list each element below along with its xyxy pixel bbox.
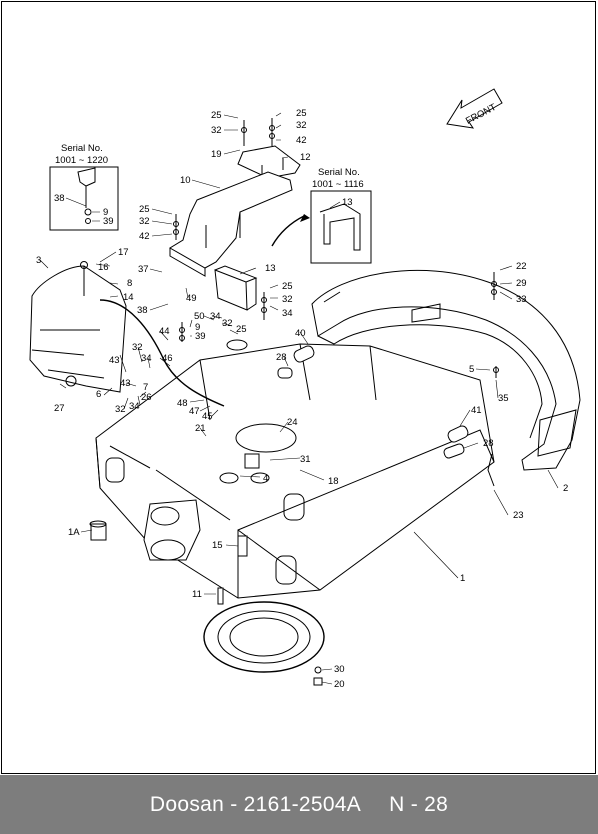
callout-label: 32 xyxy=(115,404,126,415)
bushing-1a xyxy=(90,523,107,541)
callout-label: 41 xyxy=(471,405,482,416)
callout-label: 25 xyxy=(296,108,307,119)
callout-label: 18 xyxy=(328,476,339,487)
callout-label: 24 xyxy=(287,417,298,428)
serial-inset-left: Serial No. 1001 ~ 1220 xyxy=(49,143,119,231)
callout-label: 43 xyxy=(120,378,131,389)
callout-label: 32 xyxy=(222,318,233,329)
callout-label: 39 xyxy=(195,331,206,342)
callout-label: 12 xyxy=(300,152,311,163)
callout-label: 48 xyxy=(177,398,188,409)
callout-label: 46 xyxy=(162,353,173,364)
callout-label: 26 xyxy=(141,392,152,403)
callout-label: 1 xyxy=(460,573,465,584)
callout-label: 42 xyxy=(296,135,307,146)
callout-label: 4 xyxy=(263,473,268,484)
callout-label: 32 xyxy=(139,216,150,227)
page-reference: N - 28 xyxy=(389,792,449,816)
box-13 xyxy=(214,269,248,311)
boom-foot xyxy=(143,499,201,561)
hose xyxy=(99,299,225,407)
swing-bearing xyxy=(203,601,325,673)
callout-label: 25 xyxy=(211,110,222,121)
callout-label: 19 xyxy=(211,149,222,160)
callout-label: 25 xyxy=(282,281,293,292)
inset-serial-title: Serial No. xyxy=(61,143,103,154)
callout-label: 50 xyxy=(194,311,205,322)
part-reference: Doosan - 2161-2504A xyxy=(149,792,362,816)
callout-label: 13 xyxy=(342,197,353,208)
callout-label: 34 xyxy=(141,353,152,364)
callout-label: 30 xyxy=(334,664,345,675)
callout-label: 28 xyxy=(483,438,494,449)
callout-label: 44 xyxy=(159,326,170,337)
inset-serial-title: Serial No. xyxy=(318,167,360,178)
callout-label: 34 xyxy=(210,311,221,322)
callout-label: 35 xyxy=(498,393,509,404)
serial-inset-right: Serial No. 1001 ~ 1116 xyxy=(310,167,372,264)
callout-label: 14 xyxy=(123,292,134,303)
callout-label: 11 xyxy=(192,589,202,600)
callout-label: 1A xyxy=(68,527,80,538)
callout-label: 49 xyxy=(186,293,197,304)
callout-label: 21 xyxy=(195,423,206,434)
callout-label: 22 xyxy=(516,261,527,272)
callout-label: 20 xyxy=(334,679,345,690)
callout-label: 47 xyxy=(189,406,200,417)
callout-label: 13 xyxy=(265,263,276,274)
callout-label: 37 xyxy=(138,264,149,275)
callout-label: 32 xyxy=(282,294,293,305)
callout-label: 29 xyxy=(516,278,527,289)
callout-label: 40 xyxy=(295,328,306,339)
callout-label: 32 xyxy=(211,125,222,136)
callout-label: 10 xyxy=(180,175,191,186)
inset-serial-range: 1001 ~ 1116 xyxy=(312,179,364,190)
callout-label: 23 xyxy=(513,510,524,521)
leader-lines xyxy=(39,112,559,685)
callout-label: 15 xyxy=(212,540,223,551)
callout-label: 17 xyxy=(118,247,129,258)
callout-label: 16 xyxy=(98,262,109,273)
bracket-12 xyxy=(237,145,301,179)
callout-label: 34 xyxy=(282,308,293,319)
exploded-parts-drawing: FRONT Serial No. 1001 ~ 1220 Serial No. … xyxy=(29,88,581,690)
callout-label: 42 xyxy=(139,231,150,242)
footer-bar: Doosan - 2161-2504A N - 28 xyxy=(0,775,598,834)
inset-serial-range: 1001 ~ 1220 xyxy=(55,155,108,166)
callout-labels: 25 32 19 25 32 42 12 38 9 39 10 13 25 32… xyxy=(36,108,568,690)
assembly-arrow xyxy=(271,215,305,247)
callout-label: 9 xyxy=(103,207,108,218)
callout-label: 6 xyxy=(96,389,101,400)
callout-label: 32 xyxy=(296,120,307,131)
callout-label: 45 xyxy=(202,411,213,422)
callout-label: 43 xyxy=(109,355,120,366)
callout-label: 8 xyxy=(127,278,132,289)
callout-label: 7 xyxy=(143,382,148,393)
seal-40 xyxy=(293,345,315,363)
callout-label: 3 xyxy=(36,255,41,266)
side-cover-3 xyxy=(29,265,127,393)
callout-label: 28 xyxy=(276,352,287,363)
callout-label: 38 xyxy=(54,193,65,204)
callout-label: 34 xyxy=(129,401,140,412)
callout-label: 9 xyxy=(195,322,200,333)
callout-label: 27 xyxy=(54,403,65,414)
callout-label: 32 xyxy=(132,342,143,353)
callout-label: 5 xyxy=(469,364,474,375)
callout-label: 33 xyxy=(516,294,527,305)
drawing-frame xyxy=(1,1,596,774)
callout-label: 38 xyxy=(137,305,148,316)
seal-41 xyxy=(447,425,469,443)
callout-label: 31 xyxy=(300,454,311,465)
callout-label: 2 xyxy=(563,483,568,494)
callout-label: 39 xyxy=(103,216,114,227)
seal-28a xyxy=(277,367,293,379)
callout-label: 25 xyxy=(236,324,247,335)
seal-28b xyxy=(443,443,465,459)
front-direction-arrow: FRONT xyxy=(446,88,503,129)
panel-10 xyxy=(169,171,293,269)
callout-label: 25 xyxy=(139,204,150,215)
